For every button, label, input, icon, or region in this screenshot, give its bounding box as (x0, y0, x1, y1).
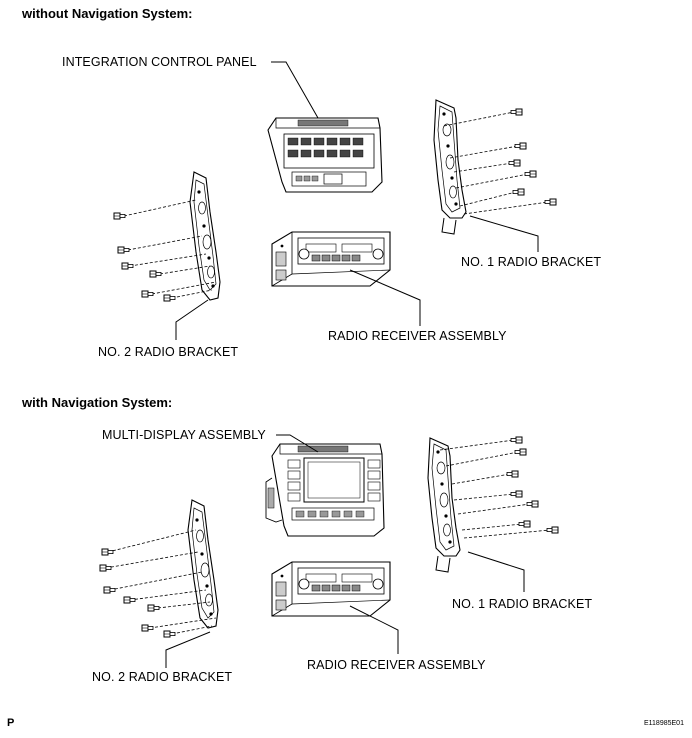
no2-radio-bracket-drawing-nav (187, 499, 219, 629)
label-integration-control-panel: INTEGRATION CONTROL PANEL (62, 55, 257, 69)
no1-radio-bracket-drawing (433, 99, 467, 235)
footer-page-code: P (7, 717, 15, 729)
screw-icons-right-2 (506, 436, 559, 534)
label-no1-radio-bracket: NO. 1 RADIO BRACKET (461, 255, 602, 269)
leader-line-receiver (349, 269, 421, 326)
screws-right-2 (439, 439, 551, 539)
screw-icons-left-1 (113, 212, 176, 302)
integration-control-panel-drawing (267, 117, 383, 193)
screw-icons-right-1 (508, 108, 557, 206)
no2-radio-bracket-drawing (189, 171, 221, 301)
section-with-navigation (99, 434, 559, 668)
screws-left-1 (123, 199, 217, 299)
screws-left-2 (105, 529, 217, 635)
leader-line-receiver-nav (349, 605, 399, 654)
label-no2-radio-bracket-nav: NO. 2 RADIO BRACKET (92, 670, 233, 684)
screws-right-1 (443, 111, 549, 215)
leader-line-no1-bracket-nav (467, 551, 525, 592)
radio-receiver-drawing-nav (271, 561, 391, 617)
section-heading-with-navigation: with Navigation System: (22, 395, 173, 410)
leader-line-no2-bracket-nav (165, 631, 211, 668)
radio-receiver-drawing (271, 231, 391, 287)
label-radio-receiver-assembly-nav: RADIO RECEIVER ASSEMBLY (307, 658, 486, 672)
label-multi-display-assembly: MULTI-DISPLAY ASSEMBLY (102, 428, 266, 442)
leader-line-no2-bracket (175, 299, 209, 340)
multi-display-drawing (265, 443, 385, 537)
label-no1-radio-bracket-nav: NO. 1 RADIO BRACKET (452, 597, 593, 611)
label-radio-receiver-assembly: RADIO RECEIVER ASSEMBLY (328, 329, 507, 343)
leader-line-no1-bracket (469, 215, 539, 252)
footer-figure-id: E118985E01 (644, 720, 684, 727)
leader-line-integration-panel (271, 61, 319, 119)
section-without-navigation (113, 61, 557, 340)
section-heading-without-navigation: without Navigation System: (22, 6, 193, 21)
no1-radio-bracket-drawing-nav (427, 437, 461, 573)
label-no2-radio-bracket: NO. 2 RADIO BRACKET (98, 345, 239, 359)
leader-line-multi-display (276, 434, 319, 453)
